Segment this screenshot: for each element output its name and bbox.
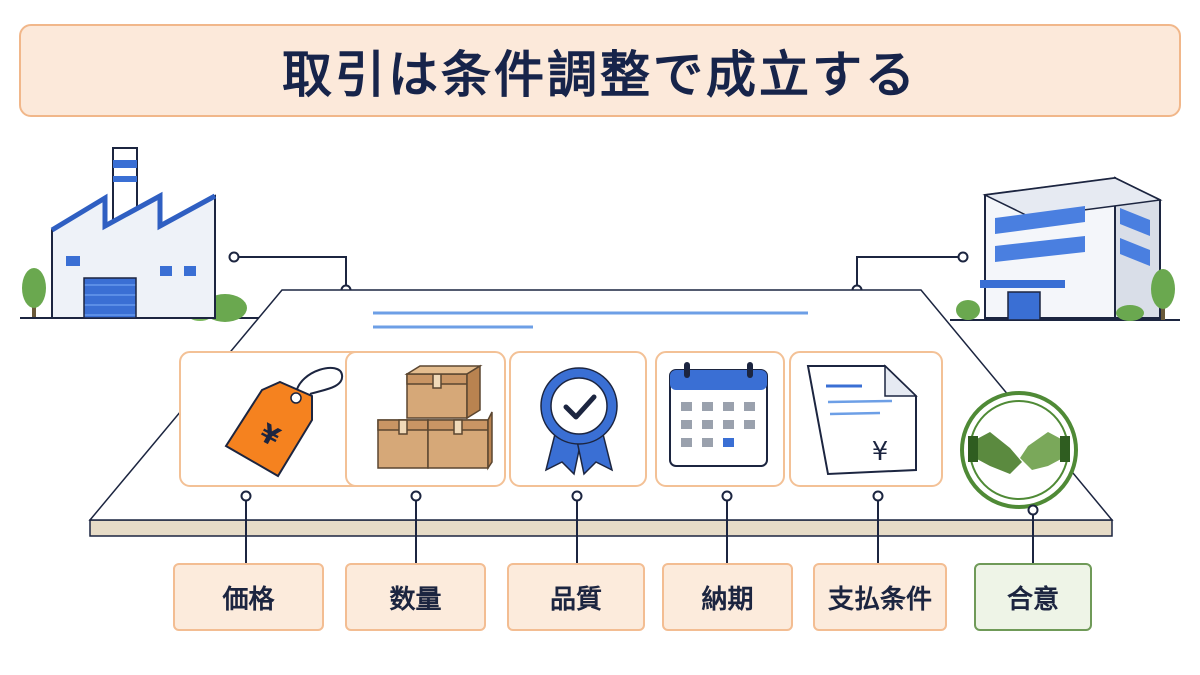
quality-badge-icon <box>540 367 618 476</box>
invoice-symbol: ¥ <box>872 437 889 467</box>
label-agreement: 合意 <box>974 563 1092 631</box>
label-agreement-text: 合意 <box>1006 584 1059 615</box>
label-quantity-text: 数量 <box>389 584 442 615</box>
calendar-icon <box>669 362 768 467</box>
label-quality-text: 品質 <box>549 584 602 615</box>
label-quantity: 数量 <box>345 563 486 631</box>
factory-icon <box>22 147 247 322</box>
handshake-icon <box>960 391 1078 509</box>
label-payment-terms: 支払条件 <box>813 563 947 631</box>
tree-icon <box>1151 269 1175 320</box>
invoice-icon: ¥ <box>806 364 918 476</box>
tree-icon <box>22 268 46 317</box>
label-price-text: 価格 <box>222 584 275 615</box>
label-quality: 品質 <box>507 563 645 631</box>
office-building-icon <box>956 176 1175 321</box>
label-price: 価格 <box>173 563 324 631</box>
page-title: 取引は条件調整で成立する <box>282 45 918 104</box>
price-tag-icon: ¥ <box>224 366 344 478</box>
boxes-icon <box>377 364 493 471</box>
label-delivery-text: 納期 <box>701 584 754 615</box>
title-banner: 取引は条件調整で成立する <box>19 24 1181 117</box>
label-payment-terms-text: 支払条件 <box>827 584 932 615</box>
label-delivery: 納期 <box>662 563 793 631</box>
